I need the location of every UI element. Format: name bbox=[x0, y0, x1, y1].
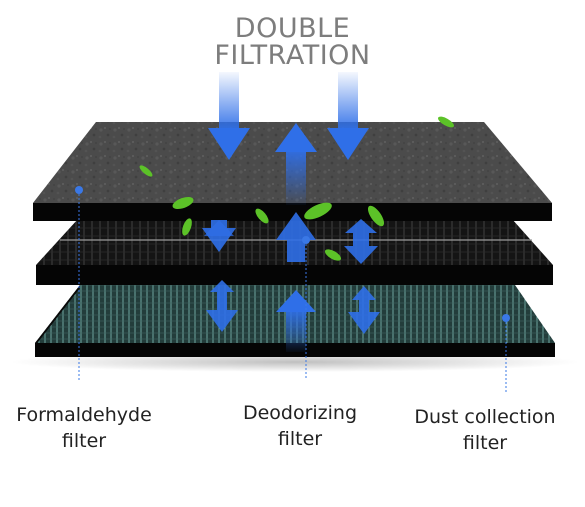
airflow-arrow-double-4 bbox=[348, 286, 380, 334]
dust-collection-filter-label-line2: filter bbox=[462, 432, 508, 454]
airflow-arrow-up-2 bbox=[276, 212, 316, 262]
leaf-icon bbox=[172, 196, 194, 210]
pointer-formaldehyde bbox=[75, 186, 83, 380]
formaldehyde-filter-label-line2: filter bbox=[61, 430, 107, 452]
leaf-icon bbox=[182, 218, 192, 236]
leaf-icon bbox=[324, 249, 342, 261]
formaldehyde-filter-label-line1: Formaldehyde bbox=[16, 404, 152, 426]
dust-collection-filter-label-line1: Dust collection bbox=[414, 406, 556, 428]
formaldehyde-filter-label: Formaldehyde filter bbox=[14, 402, 154, 454]
deodorizing-filter-label: Deodorizing filter bbox=[230, 400, 370, 452]
title-line-1: DOUBLE bbox=[234, 13, 351, 44]
leaf-icon bbox=[304, 202, 332, 220]
leaf-icons bbox=[139, 116, 454, 261]
title-line-2: FILTRATION bbox=[214, 40, 371, 71]
deodorizing-filter-label-line1: Deodorizing bbox=[242, 402, 358, 424]
deodorizing-filter-label-line2: filter bbox=[277, 428, 323, 450]
airflow-arrow-double-2 bbox=[344, 219, 378, 264]
airflow-arrow-up-3 bbox=[276, 290, 316, 352]
leaf-icon bbox=[139, 165, 153, 177]
leaf-icon bbox=[255, 208, 269, 224]
airflow-arrow-up-1 bbox=[275, 123, 317, 205]
pointer-deodorizing bbox=[302, 236, 310, 380]
dust-collection-filter-label: Dust collection filter bbox=[410, 404, 560, 456]
airflow-arrow-down-1 bbox=[208, 72, 250, 160]
leaf-icon bbox=[367, 205, 385, 227]
airflow-arrow-double-3 bbox=[206, 280, 238, 332]
leaf-icon bbox=[438, 116, 454, 128]
airflow-arrow-double-1 bbox=[202, 220, 236, 252]
pointer-dust-collection bbox=[502, 314, 510, 392]
airflow-arrow-down-2 bbox=[327, 72, 369, 160]
